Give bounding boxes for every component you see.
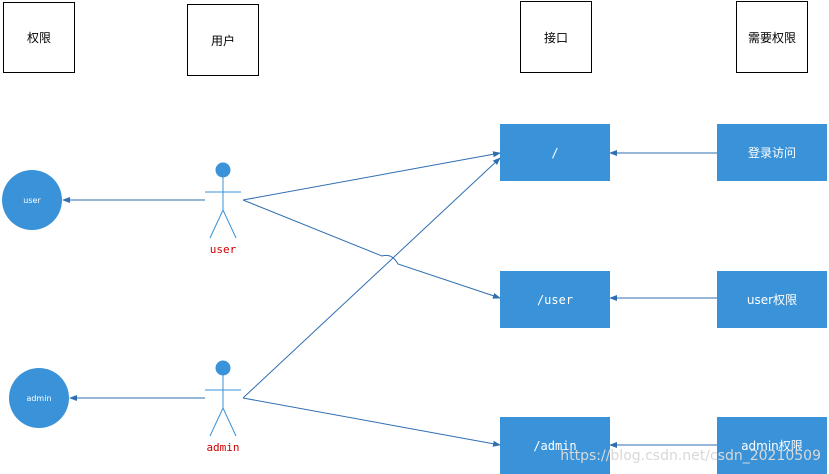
role-user-circle: user <box>2 170 62 230</box>
link-admin-to-admin-endpoint <box>242 397 501 447</box>
link-user-to-user-endpoint <box>242 199 501 299</box>
header-user: 用户 <box>187 4 259 76</box>
header-required-permission: 需要权限 <box>736 1 808 73</box>
endpoint-root: / <box>500 124 610 181</box>
endpoint-user: /user <box>500 271 610 328</box>
actor-admin-icon <box>205 360 241 437</box>
link-admin-to-root <box>242 157 501 399</box>
link-user-to-root <box>242 151 501 201</box>
requirement-user: user权限 <box>717 271 827 328</box>
role-admin-circle: admin <box>9 368 69 428</box>
actor-admin-label: admin <box>206 441 240 454</box>
header-permission: 权限 <box>3 2 75 73</box>
endpoint-admin: /admin <box>500 417 610 474</box>
requirement-admin: admin权限 <box>717 417 827 474</box>
watermark: https://blog.csdn.net/csdn_20210509 <box>560 448 821 464</box>
requirement-login: 登录访问 <box>717 124 827 181</box>
actor-user-icon <box>205 162 241 239</box>
actor-user-label: user <box>209 243 237 256</box>
header-endpoint: 接口 <box>520 1 592 73</box>
